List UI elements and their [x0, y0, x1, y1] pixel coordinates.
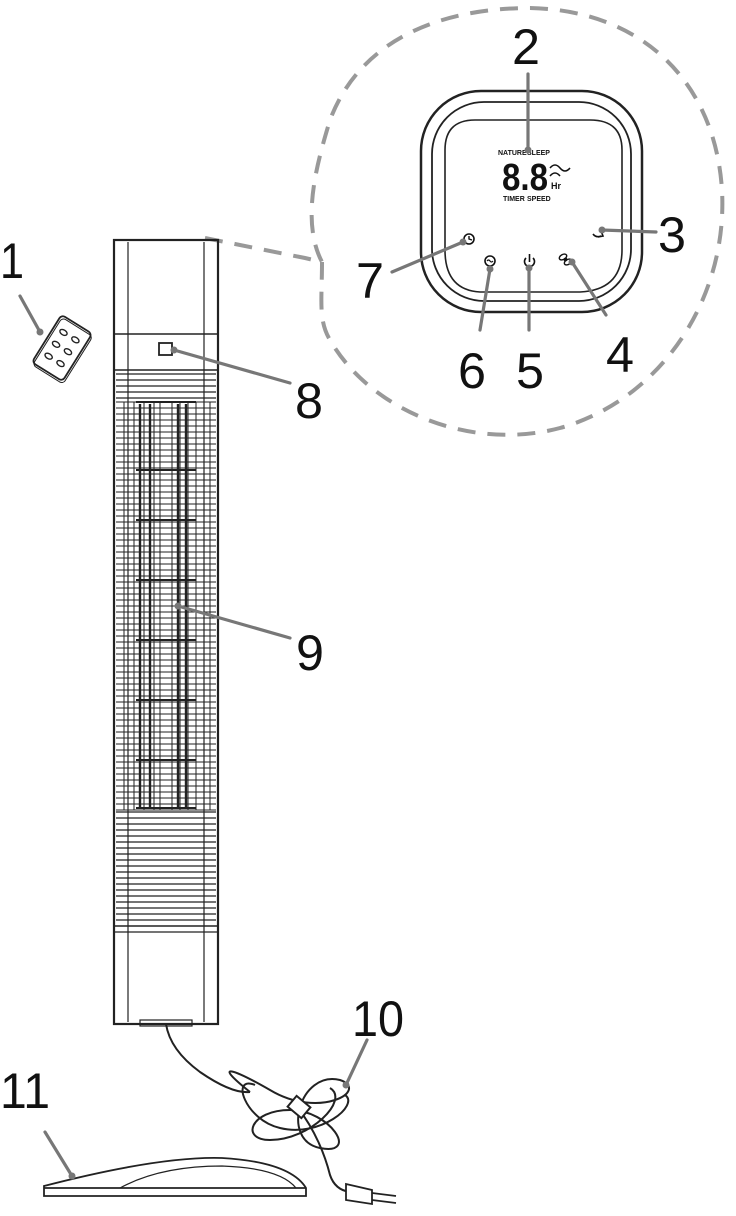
lcd-display: NATURE SLEEP 8.8 Hr TIMER SPEED [498, 150, 571, 203]
callout-7: 7 [356, 253, 384, 309]
display-label-timer: TIMER [503, 196, 525, 203]
leader-8 [172, 348, 292, 385]
callout-3: 3 [658, 207, 686, 263]
callout-9: 9 [296, 625, 324, 681]
leader-7 [390, 240, 465, 274]
tower-body [112, 238, 220, 1027]
callout-5: 5 [516, 343, 544, 399]
display-unit-hr: Hr [551, 181, 561, 191]
mode-button[interactable] [484, 255, 496, 267]
leader-3 [600, 228, 658, 234]
leader-lines [18, 72, 658, 1178]
wind-icon [549, 164, 571, 177]
power-plug [345, 1182, 397, 1206]
leader-11 [43, 1130, 74, 1178]
callout-2: 2 [512, 19, 540, 75]
display-label-nature: NATURE [498, 150, 527, 157]
callout-8: 8 [295, 373, 323, 429]
display-label-speed: SPEED [527, 196, 551, 203]
power-cord [165, 1023, 351, 1193]
callout-4: 4 [606, 327, 634, 383]
callout-6: 6 [458, 343, 486, 399]
leader-dots [36, 146, 606, 1180]
display-digits: 8.8 [502, 157, 548, 199]
remote-control [32, 315, 92, 384]
callout-11: 11 [0, 1063, 50, 1119]
zoom-callout-bubble [204, 5, 725, 437]
leader-10 [344, 1038, 369, 1087]
leader-1 [18, 294, 42, 334]
air-grille [116, 373, 216, 921]
leader-6 [478, 267, 492, 332]
fan-base [43, 1156, 307, 1197]
callout-10: 10 [352, 991, 404, 1047]
control-panel [419, 89, 644, 314]
tower-control-window [158, 342, 173, 356]
leader-9 [176, 604, 292, 640]
leader-4 [570, 260, 608, 317]
display-label-sleep: SLEEP [527, 150, 550, 157]
callout-1: 1 [0, 233, 24, 289]
